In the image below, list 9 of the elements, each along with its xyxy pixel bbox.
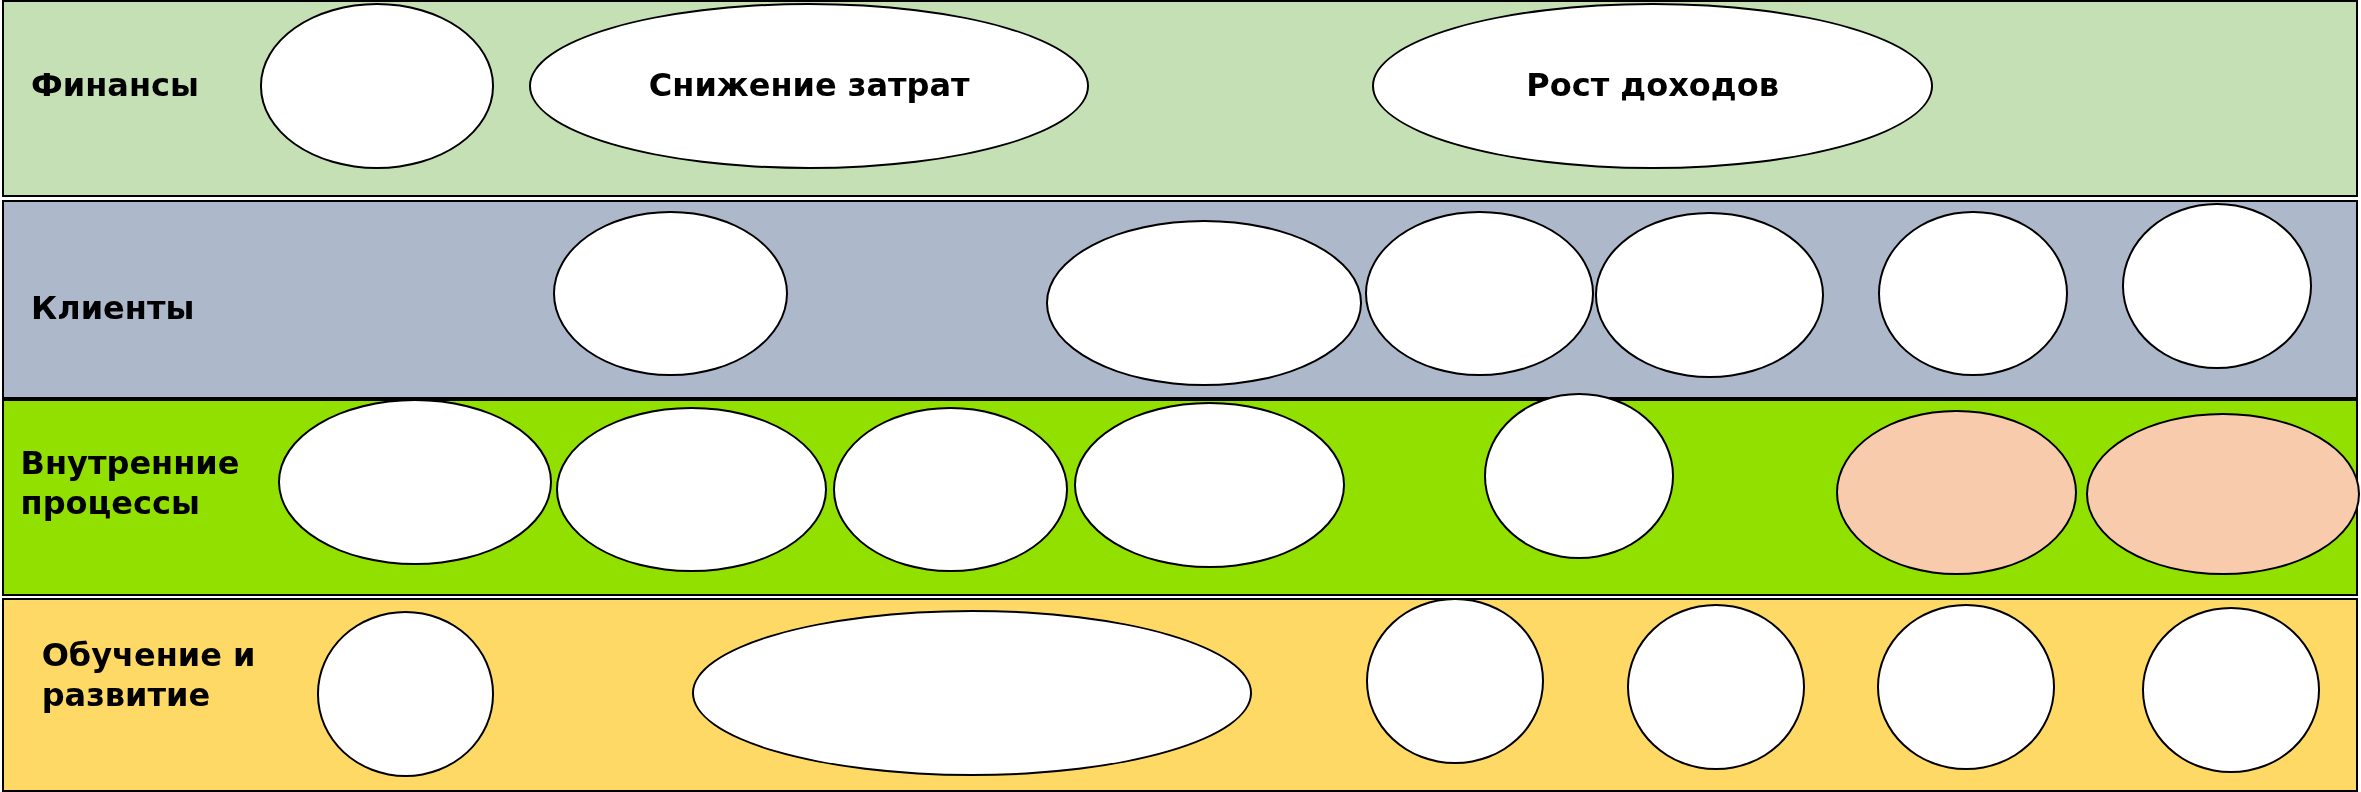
band [2, 200, 2358, 400]
ellipse-label: Снижение затрат [648, 65, 970, 104]
row-label: Обучение и развитие [41, 634, 257, 715]
row-label: Внутренние процессы [20, 443, 241, 524]
ellipse-label: Рост доходов [1526, 65, 1779, 104]
band [2, 597, 2358, 792]
band [2, 0, 2358, 198]
row-label: Финансы [31, 65, 200, 106]
row-label: Клиенты [31, 288, 196, 329]
